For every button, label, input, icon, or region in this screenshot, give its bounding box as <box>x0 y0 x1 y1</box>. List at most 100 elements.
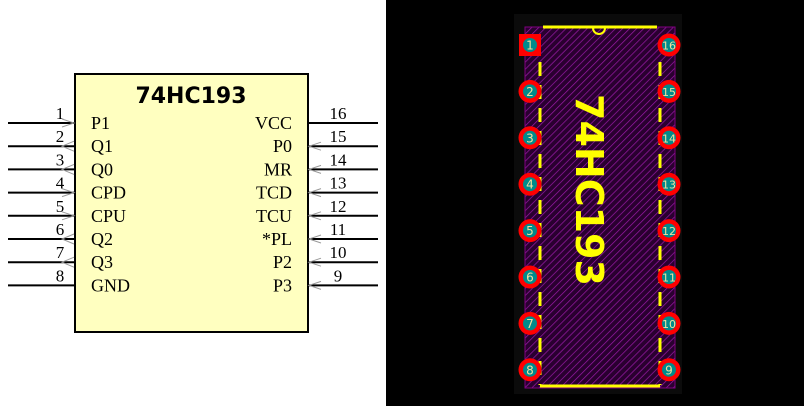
pin-name: GND <box>91 275 130 295</box>
pin-name: TCD <box>256 183 292 203</box>
input-arrow-icon <box>307 141 322 151</box>
pcb-pad-12[interactable]: 12 <box>657 219 681 243</box>
pcb-pad-2[interactable]: 2 <box>518 79 542 103</box>
schematic-symbol-body[interactable] <box>74 73 309 333</box>
pad-number: 14 <box>662 132 676 145</box>
schematic-pin-11[interactable]: 11 *PL <box>262 220 378 249</box>
pin-number: 6 <box>56 220 65 239</box>
input-arrow-icon <box>307 257 322 267</box>
pin-number: 5 <box>56 197 65 216</box>
pad-number: 13 <box>662 179 676 192</box>
pad-number: 10 <box>662 318 676 331</box>
input-arrow-icon <box>61 118 76 128</box>
drill-hole <box>662 223 676 238</box>
pad-number: 15 <box>662 86 676 99</box>
pin-number: 1 <box>56 104 65 123</box>
pin-number: 2 <box>56 127 65 146</box>
pad-number: 4 <box>526 178 534 192</box>
pcb-pad-9[interactable]: 9 <box>657 358 681 382</box>
input-arrow-icon <box>307 280 322 290</box>
pin-name: CPD <box>91 183 126 203</box>
schematic-part-name: 74HC193 <box>135 84 246 109</box>
drill-hole <box>523 270 537 284</box>
drill-hole <box>523 316 537 331</box>
pcb-pad-13[interactable]: 13 <box>657 172 681 196</box>
pcb-pad-4[interactable]: 4 <box>518 172 542 196</box>
output-arrow-icon <box>60 140 75 152</box>
pin-number: 14 <box>330 150 348 169</box>
schematic-pin-4[interactable]: 4 CPD <box>8 174 126 203</box>
pin-name: P2 <box>273 252 292 272</box>
input-arrow-icon <box>61 211 76 221</box>
drill-hole <box>523 223 537 238</box>
schematic-pin-2[interactable]: 2 Q1 <box>8 127 113 156</box>
schematic-pin-9[interactable]: 9P3 <box>273 266 378 295</box>
pin-number: 10 <box>330 243 347 262</box>
output-arrow-icon <box>60 256 75 268</box>
pcb-pad-11[interactable]: 11 <box>657 265 681 289</box>
pin-number: 12 <box>330 197 347 216</box>
drill-hole <box>523 130 537 145</box>
pcb-pad-3[interactable]: 3 <box>518 126 542 150</box>
pcb-pad-6[interactable]: 6 <box>518 265 542 289</box>
pcb-pad-7[interactable]: 7 <box>518 311 542 335</box>
pin-number: 16 <box>330 104 347 123</box>
pcb-pad-14[interactable]: 14 <box>657 126 681 150</box>
schematic-pin-1[interactable]: 1 P1 <box>8 104 110 133</box>
drill-hole <box>662 177 676 192</box>
pin-number: 7 <box>56 243 65 262</box>
pin1-notch <box>592 27 606 35</box>
schematic-pin-13[interactable]: 13 TCD <box>256 174 378 203</box>
drill-hole <box>523 177 537 192</box>
pcb-pad-16[interactable]: 16 <box>657 33 681 57</box>
pad-number: 9 <box>665 363 673 377</box>
drill-hole <box>662 362 676 377</box>
pcb-pad-1[interactable]: 1 <box>519 34 541 56</box>
schematic-pins: 1 P1 2 Q1 3 Q0 4 CPD 5 CPU 6 Q2 7 Q3 8 GND 16VCC15P014MR… <box>8 104 378 295</box>
pin-name: *PL <box>262 229 292 249</box>
pcb-courtyard <box>524 26 676 389</box>
schematic-pin-3[interactable]: 3 Q0 <box>8 150 113 179</box>
drill-hole <box>662 270 676 284</box>
schematic-pin-5[interactable]: 5 CPU <box>8 197 126 226</box>
pin-name: Q2 <box>91 229 113 249</box>
pin-number: 4 <box>56 174 65 193</box>
pcb-pad-10[interactable]: 10 <box>657 311 681 335</box>
pin-name: Q1 <box>91 136 113 156</box>
pin-name: CPU <box>91 206 126 226</box>
pcb-pad-5[interactable]: 5 <box>518 219 542 243</box>
drill-hole <box>662 84 676 99</box>
pad-number: 12 <box>662 225 676 238</box>
pad-number: 7 <box>526 317 534 331</box>
input-arrow-icon <box>307 234 322 244</box>
pad-number: 2 <box>526 85 534 99</box>
pcb-pad-8[interactable]: 8 <box>518 358 542 382</box>
drill-hole <box>662 130 676 145</box>
pad-number: 16 <box>662 40 676 53</box>
pin-number: 3 <box>56 150 65 169</box>
pad-number: 11 <box>662 272 676 285</box>
output-arrow-icon <box>60 163 75 175</box>
pin-name: Q3 <box>91 252 113 272</box>
pin-name: Q0 <box>91 159 113 179</box>
pin-number: 9 <box>334 266 343 285</box>
pin-number: 11 <box>330 220 346 239</box>
pin-number: 8 <box>56 266 65 285</box>
drill-hole <box>523 84 537 99</box>
input-arrow-icon <box>307 211 322 221</box>
pad-number: 6 <box>526 271 534 285</box>
pcb-pad-15[interactable]: 15 <box>657 79 681 103</box>
schematic-pin-8[interactable]: 8 GND <box>8 266 130 295</box>
schematic-pin-10[interactable]: 10 P2 <box>273 243 378 272</box>
pad-number: 1 <box>526 39 534 53</box>
schematic-pin-7[interactable]: 7 Q3 <box>8 243 113 272</box>
schematic-pin-6[interactable]: 6 Q2 <box>8 220 113 249</box>
pin-number: 13 <box>330 174 347 193</box>
pin-name: P1 <box>91 113 110 133</box>
